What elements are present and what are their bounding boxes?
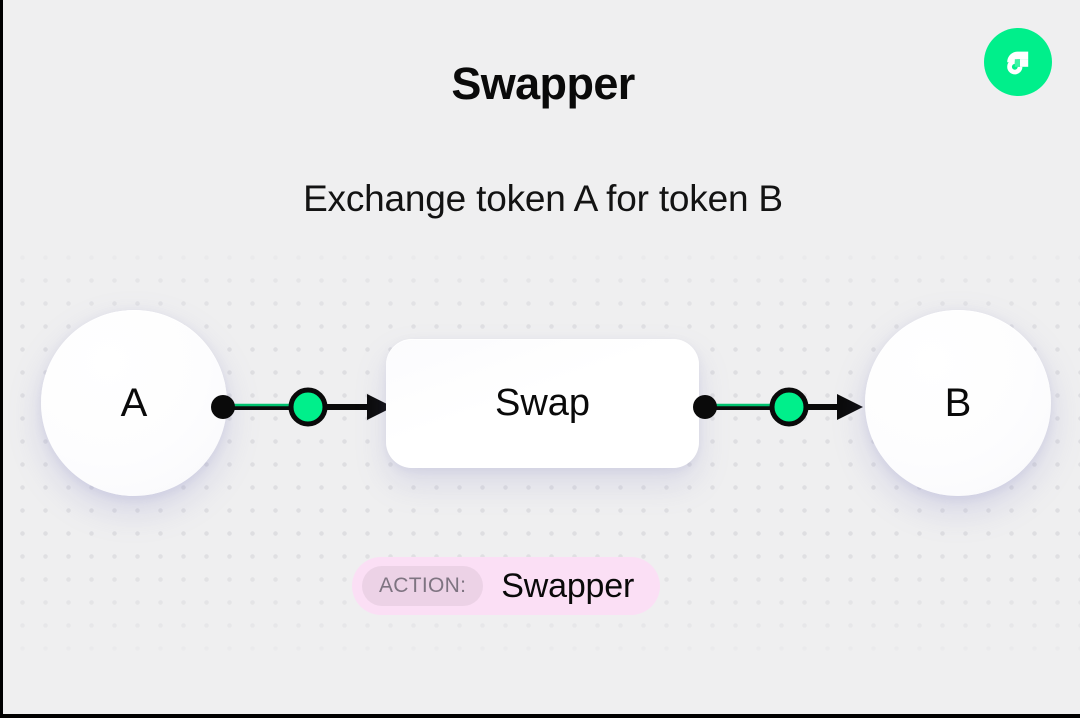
edge-a-to-swap[interactable] xyxy=(207,387,393,427)
arrow-head-icon xyxy=(837,394,863,420)
token-node-a-label: A xyxy=(120,380,148,425)
token-node-b-label: B xyxy=(944,380,972,425)
action-badge-value: Swapper xyxy=(501,566,635,605)
page-title: Swapper xyxy=(451,58,635,109)
connector-dot-icon xyxy=(211,395,235,419)
graph-layer: A Swap B xyxy=(3,0,1080,714)
action-badge-key: ACTION: xyxy=(362,566,484,606)
arrow-head-icon xyxy=(367,394,393,420)
token-node-b[interactable]: B xyxy=(865,310,1051,496)
flow-logo-icon xyxy=(984,28,1052,96)
flow-token-dot-icon xyxy=(769,387,809,427)
action-badge: ACTION: Swapper xyxy=(352,557,661,615)
page-subtitle: Exchange token A for token B xyxy=(303,178,783,219)
flow-token-dot-icon xyxy=(288,387,328,427)
edge-swap-to-b[interactable] xyxy=(691,387,863,427)
process-node-swap[interactable]: Swap xyxy=(386,339,699,468)
token-node-a[interactable]: A xyxy=(41,310,227,496)
process-node-swap-label: Swap xyxy=(494,382,591,424)
connector-dot-icon xyxy=(693,395,717,419)
